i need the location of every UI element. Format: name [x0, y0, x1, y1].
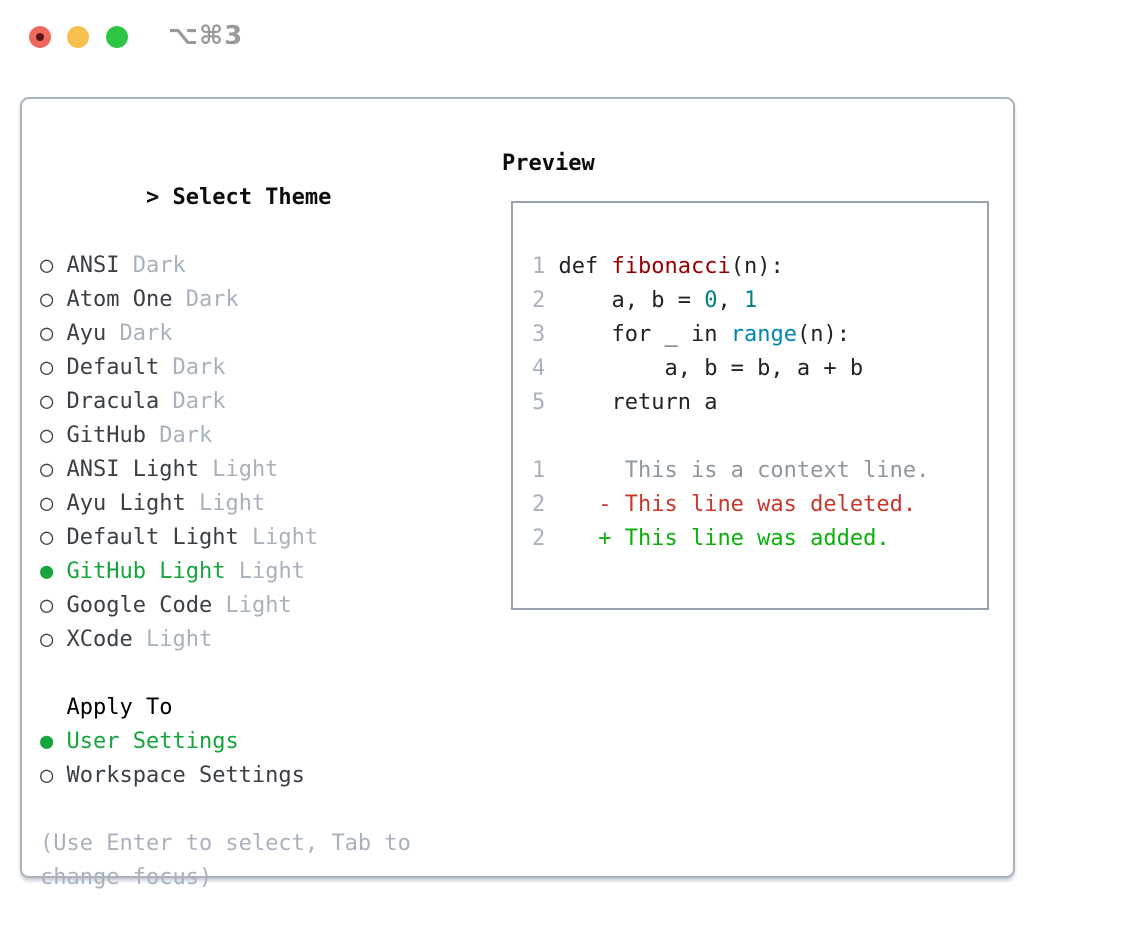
minimize-button[interactable]	[67, 26, 89, 48]
select-theme-header: > Select Theme	[40, 147, 502, 249]
radio-unselected-icon: ○	[40, 389, 54, 414]
apply-option-workspace-settings[interactable]: ○ Workspace Settings	[40, 763, 305, 788]
theme-option-ayu-light[interactable]: ○ Ayu Light Light	[40, 491, 266, 516]
apply-to-header: Apply To	[66, 695, 173, 720]
code-line: 1 def fibonacci(n):	[532, 254, 784, 279]
radio-unselected-icon: ○	[40, 627, 54, 652]
code-line: 3 for _ in range(n):	[532, 322, 850, 347]
theme-option-dracula[interactable]: ○ Dracula Dark	[40, 389, 226, 414]
help-line-1: (Use Enter to select, Tab to	[40, 831, 411, 856]
diff-line-context: 1 This is a context line.	[532, 458, 930, 483]
theme-picker-panel: > Select Theme ○ ANSI Dark ○ Atom One Dar…	[20, 97, 1015, 890]
line-number: 3	[532, 322, 546, 347]
radio-unselected-icon: ○	[40, 457, 54, 482]
help-line-2: change focus)	[40, 865, 213, 890]
line-number: 1	[532, 458, 546, 483]
diff-line-added: 2 + This line was added.	[532, 526, 890, 551]
help-text: (Use Enter to select, Tab to change focu…	[40, 827, 502, 895]
theme-option-ayu[interactable]: ○ Ayu Dark	[40, 321, 173, 346]
blank-line	[532, 420, 987, 454]
apply-option-user-settings[interactable]: ● User Settings	[40, 729, 239, 754]
line-number: 1	[532, 254, 546, 279]
theme-option-ansi-light[interactable]: ○ ANSI Light Light	[40, 457, 279, 482]
radio-unselected-icon: ○	[40, 423, 54, 448]
theme-option-xcode[interactable]: ○ XCode Light	[40, 627, 213, 652]
theme-list-column: > Select Theme ○ ANSI Dark ○ Atom One Dar…	[40, 147, 502, 890]
theme-list: ○ ANSI Dark ○ Atom One Dark ○ Ayu Dark ○ De…	[40, 249, 502, 657]
radio-unselected-icon: ○	[40, 593, 54, 618]
apply-to-list: ● User Settings ○ Workspace Settings	[40, 725, 502, 793]
code-line: 5 return a	[532, 390, 718, 415]
diff-line-deleted: 2 - This line was deleted.	[532, 492, 917, 517]
radio-unselected-icon: ○	[40, 321, 54, 346]
theme-option-google-code[interactable]: ○ Google Code Light	[40, 593, 292, 618]
theme-option-ansi[interactable]: ○ ANSI Dark	[40, 253, 186, 278]
code-line: 2 a, b = 0, 1	[532, 288, 758, 313]
unsaved-indicator-dot	[36, 33, 44, 41]
radio-unselected-icon: ○	[40, 253, 54, 278]
line-number: 2	[532, 526, 546, 551]
preview-title: Preview	[502, 151, 595, 176]
radio-unselected-icon: ○	[40, 525, 54, 550]
prompt-caret: >	[145, 185, 173, 210]
line-number: 2	[532, 492, 546, 517]
close-button[interactable]	[29, 26, 51, 48]
radio-unselected-icon: ○	[40, 763, 54, 788]
theme-option-github[interactable]: ○ GitHub Dark	[40, 423, 213, 448]
theme-option-default-light[interactable]: ○ Default Light Light	[40, 525, 319, 550]
titlebar: ⌥⌘3	[0, 0, 1140, 76]
line-number: 4	[532, 356, 546, 381]
radio-unselected-icon: ○	[40, 491, 54, 516]
preview-box: 1 def fibonacci(n): 2 a, b = 0, 1 3 for _ …	[511, 201, 989, 610]
radio-selected-icon: ●	[40, 729, 54, 754]
select-theme-title: Select Theme	[172, 185, 332, 210]
theme-option-github-light[interactable]: ● GitHub Light Light	[40, 559, 305, 584]
theme-option-atom-one[interactable]: ○ Atom One Dark	[40, 287, 239, 312]
code-line: 4 a, b = b, a + b	[532, 356, 864, 381]
theme-option-default[interactable]: ○ Default Dark	[40, 355, 226, 380]
radio-unselected-icon: ○	[40, 287, 54, 312]
line-number: 2	[532, 288, 546, 313]
preview-column: Preview 1 def fibonacci(n): 2 a, b = 0, 1…	[502, 147, 995, 876]
window-title: ⌥⌘3	[168, 21, 244, 51]
radio-selected-icon: ●	[40, 559, 54, 584]
radio-unselected-icon: ○	[40, 355, 54, 380]
apply-to-section: Apply To ● User Settings ○ Workspace Sett…	[40, 691, 502, 793]
zoom-button[interactable]	[106, 26, 128, 48]
line-number: 5	[532, 390, 546, 415]
